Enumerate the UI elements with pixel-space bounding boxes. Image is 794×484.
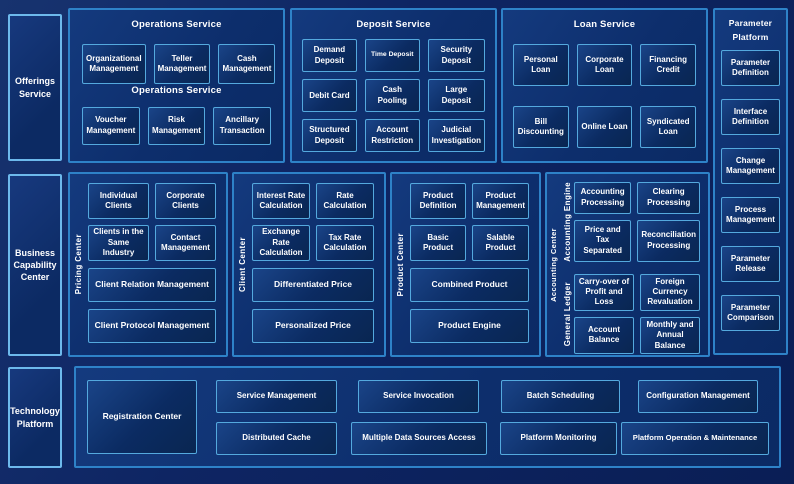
node-structured-deposit: Structured Deposit [302,119,357,153]
node-price-tax-separated: Price and Tax Separated [574,219,632,262]
node-personalized-price: Personalized Price [252,309,374,343]
node-service-invocation: Service Invocation [358,379,479,413]
node-time-deposit: Time Deposit [364,39,420,73]
panel-client-center: Client Center Interest Rate Calculation … [232,172,386,357]
node-client-protocol-management: Client Protocol Management [88,309,216,343]
node-contact-management: Contact Management [155,225,216,261]
node-process-management: Process Management [721,197,780,234]
node-account-restriction: Account Restriction [364,119,420,153]
node-interest-rate-calculation: Interest Rate Calculation [252,183,310,219]
node-product-engine: Product Engine [410,309,529,343]
node-platform-monitoring: Platform Monitoring [500,421,617,455]
node-clearing-processing: Clearing Processing [637,182,700,214]
operations-title: Operations Service [131,19,222,30]
node-tax-rate-calculation: Tax Rate Calculation [316,225,374,261]
node-online-loan: Online Loan [576,106,633,149]
rail-business-label: Business Capability Center [13,247,57,283]
node-account-balance: Account Balance [574,316,634,355]
parameter-title-line2: Platform [732,32,769,43]
node-individual-clients: Individual Clients [88,183,149,219]
node-distributed-cache: Distributed Cache [216,421,337,455]
node-configuration-management: Configuration Management [638,379,758,413]
client-center-vlabel: Client Center [237,237,247,292]
node-personal-loan: Personal Loan [513,44,569,87]
node-corporate-loan: Corporate Loan [576,44,633,87]
panel-technology-platform: Registration Center Service Management S… [74,366,781,468]
node-security-deposit: Security Deposit [427,39,485,73]
deposit-title: Deposit Service [356,19,431,30]
accounting-engine-vlabel: Accounting Engine [562,182,572,262]
accounting-center-vlabel: Accounting Center [549,227,558,302]
node-product-management: Product Management [472,183,529,219]
group-accounting-engine: Accounting Engine Accounting Processing … [560,182,700,262]
rail-offerings-label: Offerings Service [14,76,55,99]
node-exchange-rate-calculation: Exchange Rate Calculation [252,225,310,261]
node-monthly-annual-balance: Monthly and Annual Balance [640,316,700,355]
node-multiple-data-sources-access: Multiple Data Sources Access [351,421,487,455]
node-organizational-management: Organizational Management [82,44,146,85]
node-risk-management: Risk Management [147,106,206,145]
product-center-vlabel: Product Center [395,232,405,297]
node-salable-product: Salable Product [472,225,529,261]
node-reconciliation-processing: Reconciliation Processing [637,219,700,262]
parameter-title-line1: Parameter [728,18,773,28]
node-demand-deposit: Demand Deposit [302,39,357,73]
panel-accounting-center: Accounting Center Accounting Engine Acco… [545,172,710,357]
panel-operations-service: Operations Service Organizational Manage… [68,8,285,163]
node-financing-credit: Financing Credit [640,44,696,87]
loan-title: Loan Service [573,19,636,30]
node-large-deposit: Large Deposit [427,79,485,113]
node-registration-center: Registration Center [87,380,197,454]
rail-business-capability-center: Business Capability Center [8,174,62,356]
node-combined-product: Combined Product [410,268,529,302]
node-cash-management: Cash Management [218,44,276,85]
node-service-management: Service Management [216,379,337,413]
general-ledger-vlabel: General Ledger [562,281,572,346]
node-judicial-investigation: Judicial Investigation [427,119,485,153]
node-teller-management: Teller Management [153,44,211,85]
node-client-relation-management: Client Relation Management [88,268,216,302]
panel-pricing-center: Pricing Center Individual Clients Corpor… [68,172,228,357]
rail-technology-platform: Technology Platform [8,367,62,468]
node-corporate-clients: Corporate Clients [155,183,216,219]
node-ancillary-transaction: Ancillary Transaction [213,106,272,145]
group-general-ledger: General Ledger Carry-over of Profit and … [560,273,700,355]
node-basic-product: Basic Product [410,225,467,261]
node-differentiated-price: Differentiated Price [252,268,374,302]
tech-row-top: Service Management Service Invocation Ba… [216,379,769,413]
node-accounting-processing: Accounting Processing [574,182,632,214]
node-parameter-release: Parameter Release [721,246,780,283]
node-rate-calculation: Rate Calculation [316,183,374,219]
panel-loan-service: Loan Service Personal Loan Corporate Loa… [501,8,708,163]
node-parameter-definition: Parameter Definition [721,50,780,87]
parameter-title: Parameter Platform [715,10,786,43]
node-debit-card: Debit Card [302,79,357,113]
node-foreign-currency-revaluation: Foreign Currency Revaluation [640,273,700,311]
node-interface-definition: Interface Definition [721,99,780,136]
node-batch-scheduling: Batch Scheduling [501,379,620,413]
panel-deposit-service: Deposit Service Demand Deposit Time Depo… [290,8,497,163]
node-product-definition: Product Definition [410,183,467,219]
node-parameter-comparison: Parameter Comparison [721,295,780,332]
node-voucher-management: Voucher Management [82,106,140,145]
node-carry-over-profit-loss: Carry-over of Profit and Loss [574,273,634,311]
panel-parameter-platform: Parameter Platform Parameter Definition … [713,8,788,355]
operations-subtitle: Operations Service [131,85,222,97]
rail-technology-label: Technology Platform [10,406,60,429]
node-clients-same-industry: Clients in the Same Industry [88,225,149,261]
node-syndicated-loan: Syndicated Loan [640,106,696,149]
node-platform-operation-maintenance: Platform Operation & Maintenance [621,421,769,455]
rail-offerings-service: Offerings Service [8,14,62,161]
panel-product-center: Product Center Product Definition Produc… [390,172,541,357]
node-change-management: Change Management [721,148,780,185]
tech-row-bottom: Distributed Cache Multiple Data Sources … [216,421,769,455]
node-cash-pooling: Cash Pooling [364,79,420,113]
node-bill-discounting: Bill Discounting [513,106,569,149]
pricing-center-vlabel: Pricing Center [73,234,83,295]
